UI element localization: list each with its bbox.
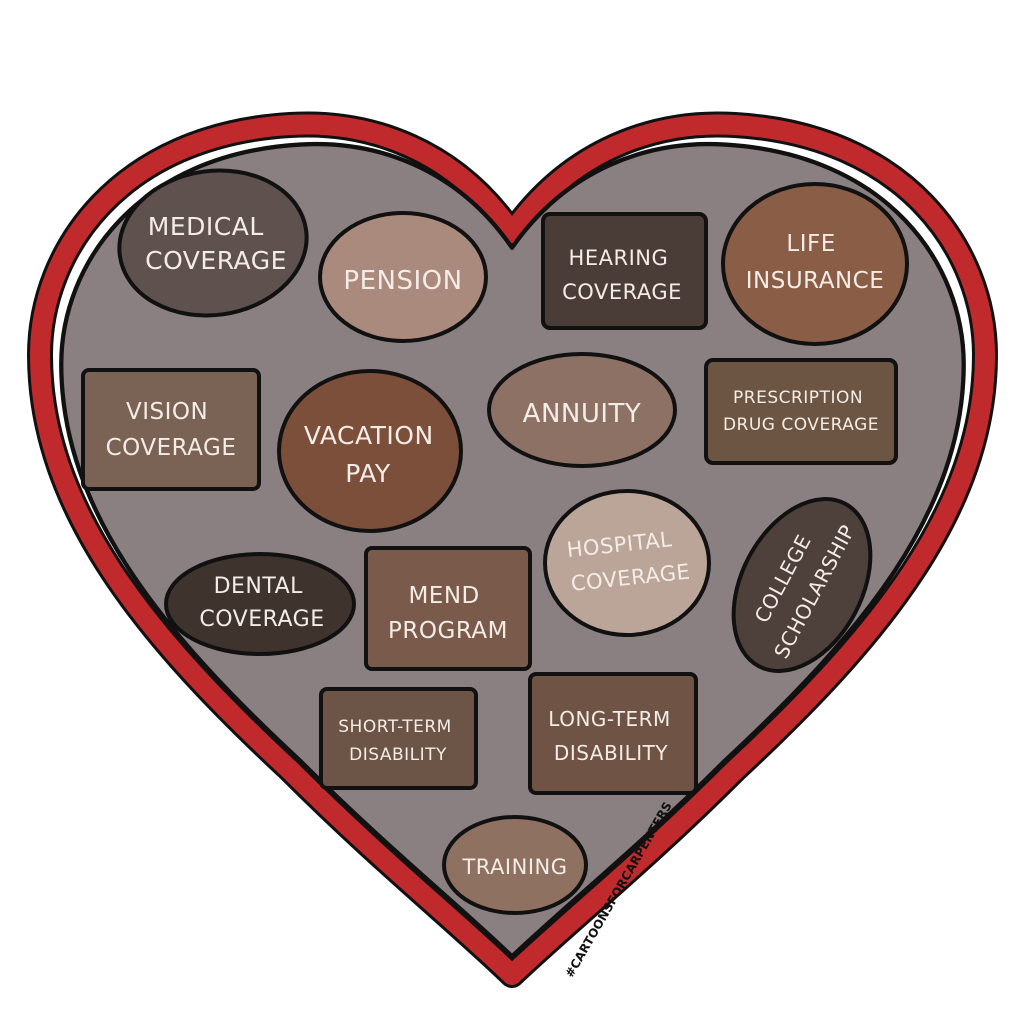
- chocolate-label-line: VISION: [126, 399, 208, 425]
- chocolate-label-line: DENTAL: [214, 574, 304, 599]
- chocolate-label-line: PAY: [345, 459, 391, 488]
- chocolate-label-line: PENSION: [343, 266, 462, 296]
- chocolate-label-line: PROGRAM: [388, 618, 508, 644]
- chocolate-label-line: HEARING: [569, 246, 669, 270]
- chocolate-label: PENSION: [343, 266, 462, 296]
- chocolate-label: ANNUITY: [523, 399, 642, 429]
- chocolate-short-term-disability: SHORT-TERM DISABILITY: [319, 687, 478, 790]
- chocolate-label: VISION COVERAGE: [106, 399, 237, 461]
- chocolate-label-line: DISABILITY: [554, 741, 668, 765]
- chocolate-label: DENTAL COVERAGE: [199, 574, 324, 632]
- chocolate-pieces: MEDICAL COVERAGE PENSION HEARING COVERAG…: [81, 168, 909, 915]
- chocolate-label-line: TRAINING: [461, 855, 567, 879]
- chocolate-label: LONG-TERM DISABILITY: [548, 707, 677, 765]
- chocolate-label-line: LONG-TERM: [548, 707, 671, 731]
- chocolate-label-line: COVERAGE: [199, 607, 324, 632]
- chocolate-label-line: VACATION: [304, 421, 434, 450]
- chocolate-annuity: ANNUITY: [487, 352, 677, 468]
- chocolate-label-line: LIFE: [786, 231, 835, 257]
- chocolate-label-line: COVERAGE: [106, 435, 237, 461]
- chocolate-label: VACATION PAY: [304, 421, 442, 488]
- chocolate-label: TRAINING: [461, 855, 567, 879]
- chocolate-dental-coverage: DENTAL COVERAGE: [164, 552, 356, 656]
- chocolate-life-insurance: LIFE INSURANCE: [721, 182, 909, 346]
- chocolate-label-line: COVERAGE: [145, 246, 287, 275]
- chocolate-label-line: COVERAGE: [562, 280, 682, 304]
- chocolate-label-line: INSURANCE: [746, 268, 885, 294]
- chocolate-prescription-drug-coverage: PRESCRIPTION DRUG COVERAGE: [704, 358, 898, 465]
- chocolate-label: SHORT-TERM DISABILITY: [338, 717, 457, 765]
- chocolate-label: HEARING COVERAGE: [562, 246, 682, 304]
- chocolate-medical-coverage: MEDICAL COVERAGE: [117, 168, 309, 318]
- chocolate-label: MEND PROGRAM: [388, 583, 508, 644]
- chocolate-vacation-pay: VACATION PAY: [277, 369, 463, 533]
- chocolate-vision-coverage: VISION COVERAGE: [81, 368, 261, 491]
- chocolate-label-line: SHORT-TERM: [338, 717, 452, 737]
- chocolate-label-line: DISABILITY: [349, 745, 447, 765]
- chocolate-label-line: PRESCRIPTION: [733, 388, 863, 408]
- chocolate-hospital-coverage: HOSPITAL COVERAGE: [543, 489, 711, 637]
- chocolate-long-term-disability: LONG-TERM DISABILITY: [528, 672, 698, 795]
- chocolate-label: LIFE INSURANCE: [746, 231, 885, 294]
- chocolate-hearing-coverage: HEARING COVERAGE: [541, 212, 708, 330]
- chocolate-pension: PENSION: [318, 211, 488, 343]
- chocolate-label: PRESCRIPTION DRUG COVERAGE: [723, 388, 879, 435]
- chocolate-training: TRAINING: [442, 815, 588, 915]
- chocolate-label-line: MEDICAL: [148, 212, 264, 241]
- chocolate-label-line: DRUG COVERAGE: [723, 415, 879, 435]
- chocolate-label: MEDICAL COVERAGE: [145, 212, 287, 275]
- chocolate-label-line: MEND: [408, 583, 479, 609]
- chocolate-mend-program: MEND PROGRAM: [364, 546, 532, 671]
- chocolate-label-line: ANNUITY: [523, 399, 642, 429]
